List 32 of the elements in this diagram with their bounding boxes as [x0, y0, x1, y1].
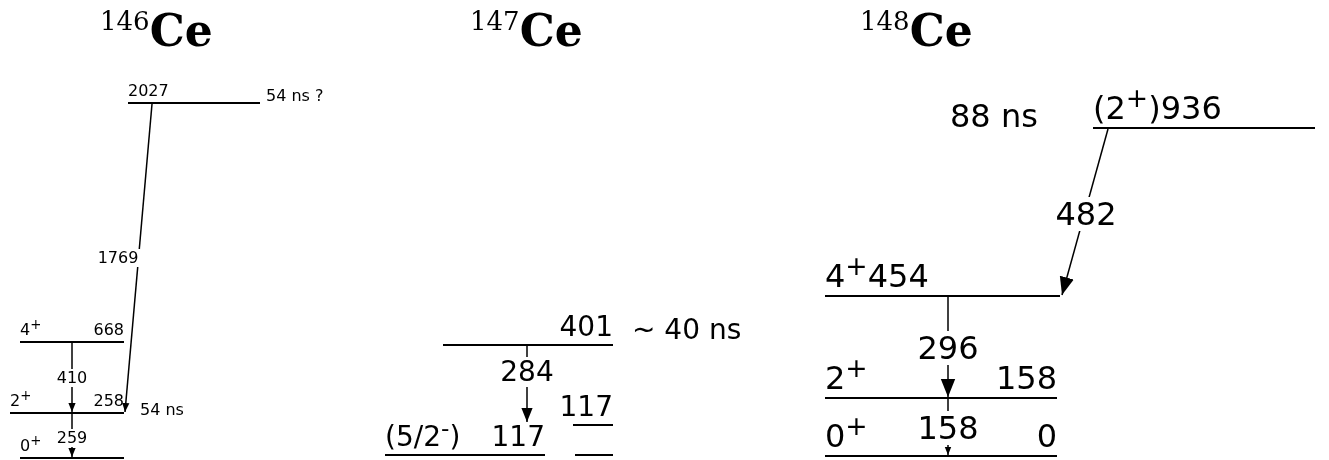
spin-label: 2$^{+}$	[825, 355, 868, 397]
nuclide-title: $^{147}$Ce	[470, 8, 583, 53]
level-line	[575, 452, 613, 456]
nuclide-title: $^{148}$Ce	[860, 8, 973, 53]
lifetime-label: 88 ns	[950, 100, 1038, 132]
nuclide-title: $^{146}$Ce	[100, 8, 213, 53]
edge-label: 259	[54, 429, 90, 447]
energy-label: 117	[559, 393, 613, 424]
spin-label: 2$^{+}$	[10, 388, 32, 412]
lifetime-label: 54 ns	[140, 402, 184, 418]
energy-label: 258	[93, 393, 124, 412]
energy-label: 668	[93, 322, 124, 341]
energy-label: 2027	[128, 83, 169, 102]
spin-label: (5/2$^{-}$)	[385, 416, 461, 454]
energy-label: 0	[1036, 420, 1057, 455]
energy-level	[20, 317, 124, 343]
lifetime-label: ~ 40 ns	[632, 316, 742, 344]
lifetime-label: 54 ns ?	[266, 88, 324, 104]
energy-label: 117	[491, 423, 545, 454]
spin-label: 4$^{+}$	[825, 253, 868, 295]
transition-arrow	[122, 103, 153, 413]
spin-label: (2$^{+}$)	[1093, 85, 1161, 127]
spin-label: 4$^{+}$	[20, 317, 42, 341]
spin-label: 0$^{+}$	[825, 413, 868, 455]
energy-label: 936	[1160, 92, 1222, 127]
energy-level	[443, 312, 613, 346]
energy-label: 158	[995, 362, 1057, 397]
energy-level	[385, 422, 545, 456]
edge-label: 410	[54, 369, 90, 387]
energy-label: 454	[867, 260, 929, 295]
energy-label: 0$^{+}$	[20, 433, 42, 457]
energy-label: 401	[559, 313, 613, 344]
